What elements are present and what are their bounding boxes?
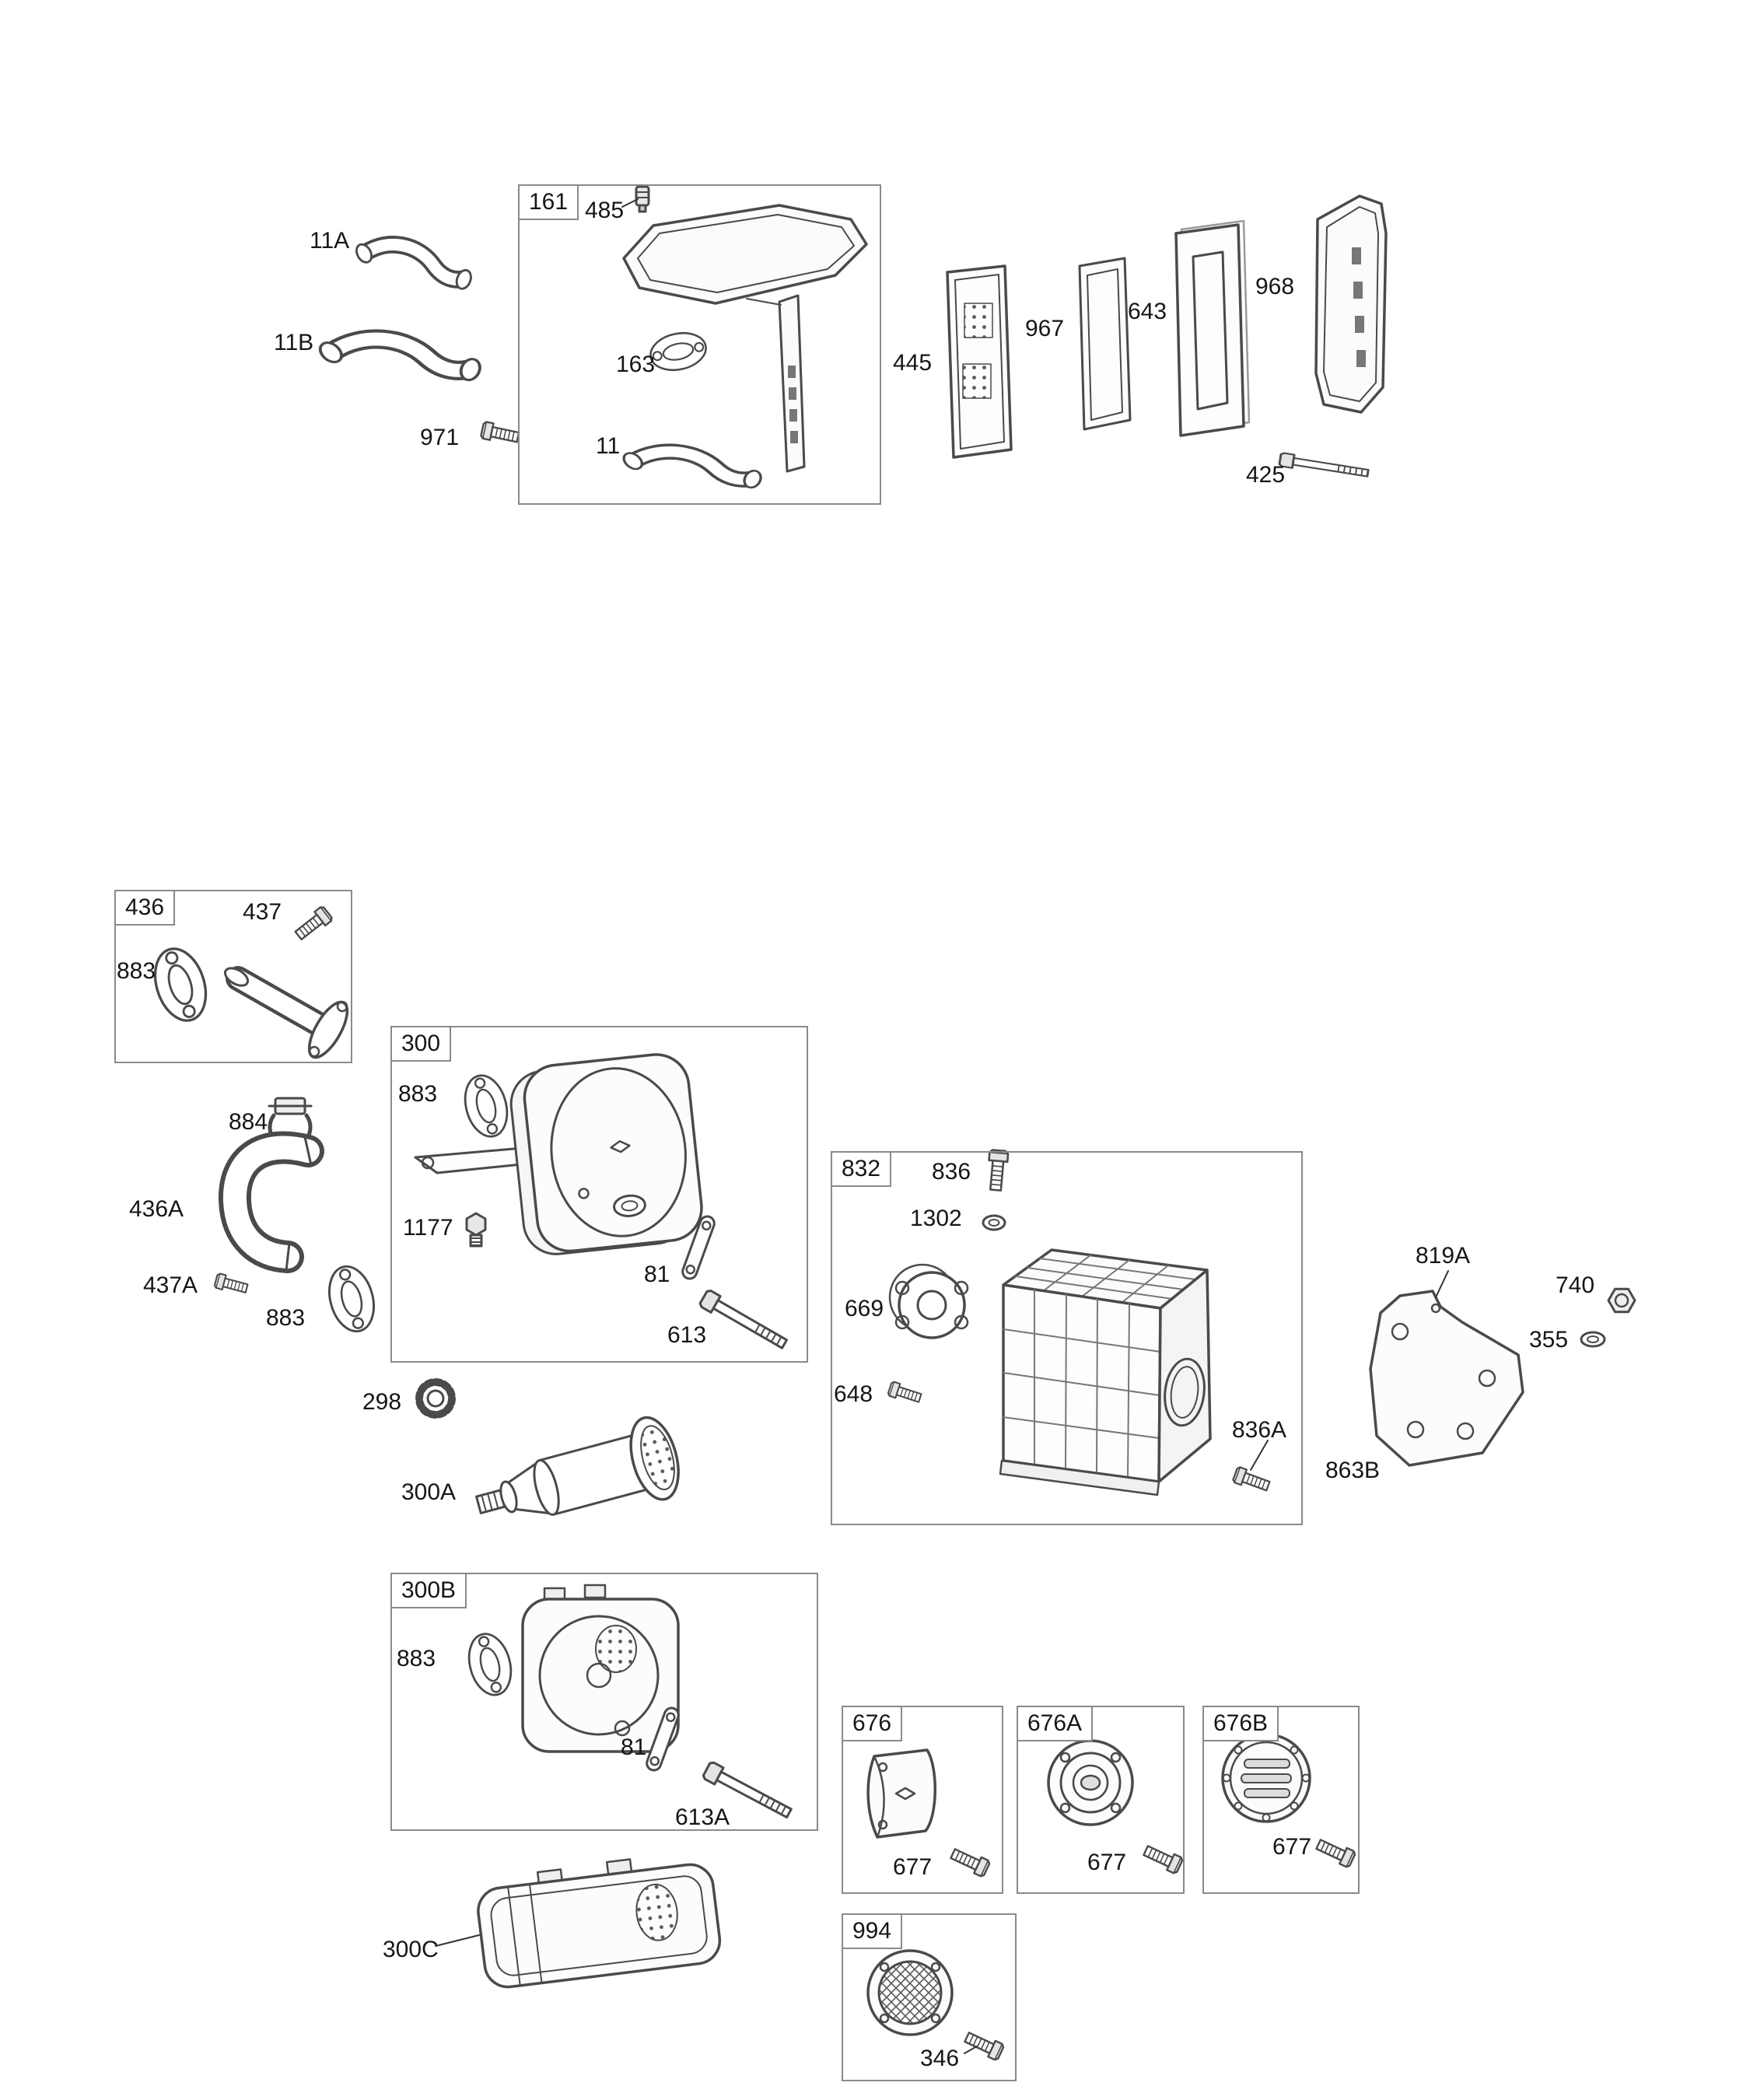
group-box-tag-161: 161 xyxy=(518,184,579,220)
part-gasket-967 xyxy=(1078,257,1132,431)
part-number-label-677b: 677 xyxy=(1087,1850,1127,1875)
part-number-label-819a: 819A xyxy=(1416,1243,1471,1269)
part-clip-485 xyxy=(635,185,650,213)
part-number-label-11a: 11A xyxy=(310,228,350,254)
part-number-label-863b: 863B xyxy=(1325,1458,1381,1483)
part-gasket-883-b xyxy=(321,1260,382,1338)
part-washer-298 xyxy=(415,1378,456,1419)
part-number-label-1302: 1302 xyxy=(910,1206,962,1231)
part-number-label-81b: 81 xyxy=(621,1734,647,1760)
group-box-tag-676: 676 xyxy=(842,1706,903,1741)
part-clamp-884 xyxy=(268,1097,313,1150)
part-muffler-300 xyxy=(509,1053,703,1255)
part-screw-425 xyxy=(1278,451,1370,481)
part-number-label-884: 884 xyxy=(229,1109,268,1135)
group-box-832: 832 xyxy=(831,1151,1303,1525)
group-box-994: 994 xyxy=(842,1913,1017,2081)
part-air-cleaner-832 xyxy=(999,1248,1212,1496)
group-box-676: 676 xyxy=(842,1706,1003,1894)
part-number-label-300a: 300A xyxy=(401,1479,457,1505)
part-heat-shield-161 xyxy=(622,204,868,473)
part-number-label-883d: 883 xyxy=(397,1646,436,1671)
part-washer-355 xyxy=(1580,1331,1606,1348)
group-box-tag-436: 436 xyxy=(114,890,176,926)
part-number-label-298: 298 xyxy=(362,1389,402,1415)
part-washer-1302 xyxy=(982,1214,1006,1231)
part-number-label-836a: 836A xyxy=(1232,1417,1287,1443)
part-shield-968 xyxy=(1314,194,1388,414)
part-guard-445 xyxy=(946,264,1013,459)
leader-lines xyxy=(435,198,1449,2054)
part-number-label-677c: 677 xyxy=(1272,1834,1312,1860)
part-number-label-11b: 11B xyxy=(274,330,314,355)
part-number-label-971: 971 xyxy=(420,425,460,450)
part-number-label-883a: 883 xyxy=(117,958,156,984)
part-number-label-669: 669 xyxy=(845,1296,884,1321)
part-pipe-11a xyxy=(350,240,475,292)
part-number-label-1177: 1177 xyxy=(403,1215,453,1241)
part-number-label-613a: 613A xyxy=(675,1804,730,1830)
part-number-label-81a: 81 xyxy=(644,1262,670,1287)
part-hose-436a xyxy=(218,1131,324,1273)
part-number-label-11: 11 xyxy=(596,433,621,459)
group-box-tag-676a: 676A xyxy=(1017,1706,1094,1741)
part-frame-643 xyxy=(1174,219,1251,437)
part-flange-676a xyxy=(1047,1739,1134,1826)
part-bolt-437a xyxy=(213,1272,250,1297)
group-box-tag-300b: 300B xyxy=(390,1573,467,1608)
part-fitting-1177 xyxy=(465,1212,487,1248)
part-deflector-676 xyxy=(866,1748,936,1839)
part-number-label-425: 425 xyxy=(1246,462,1286,488)
part-number-label-836: 836 xyxy=(932,1159,971,1185)
group-box-300: 300 xyxy=(390,1026,808,1363)
part-nut-740 xyxy=(1607,1287,1636,1314)
group-box-161: 161 xyxy=(518,184,881,505)
part-number-label-643: 643 xyxy=(1128,299,1167,324)
part-pipe-11b xyxy=(316,339,482,382)
part-flange-669 xyxy=(888,1263,969,1339)
part-number-label-300c: 300C xyxy=(383,1937,439,1962)
part-number-label-740: 740 xyxy=(1556,1272,1595,1298)
part-number-label-445: 445 xyxy=(893,350,933,376)
part-number-label-437: 437 xyxy=(243,899,282,925)
part-number-label-613: 613 xyxy=(667,1322,707,1348)
part-number-label-163: 163 xyxy=(616,352,656,377)
part-number-label-346: 346 xyxy=(920,2046,960,2071)
group-box-tag-994: 994 xyxy=(842,1913,903,1949)
part-number-label-436a: 436A xyxy=(129,1196,184,1222)
part-bracket-863b xyxy=(1369,1290,1524,1467)
part-number-label-485: 485 xyxy=(585,198,625,223)
group-box-676a: 676A xyxy=(1017,1706,1185,1894)
part-number-label-883b: 883 xyxy=(266,1305,306,1331)
part-number-label-648: 648 xyxy=(834,1381,873,1407)
group-box-676b: 676B xyxy=(1202,1706,1360,1894)
part-tube-436 xyxy=(223,966,349,1059)
part-muffler-300a xyxy=(475,1416,680,1516)
group-box-tag-676b: 676B xyxy=(1202,1706,1279,1741)
part-screen-994 xyxy=(866,1949,954,2036)
part-muffler-300b xyxy=(521,1584,680,1753)
part-bolt-971 xyxy=(479,420,521,447)
part-muffler-300c xyxy=(477,1858,722,1989)
group-box-tag-832: 832 xyxy=(831,1151,892,1187)
part-number-label-883c: 883 xyxy=(398,1081,438,1107)
part-number-label-677a: 677 xyxy=(893,1854,933,1880)
group-box-tag-300: 300 xyxy=(390,1026,452,1062)
part-number-label-437a: 437A xyxy=(143,1272,198,1298)
group-box-436: 436 xyxy=(114,890,352,1063)
part-number-label-355: 355 xyxy=(1529,1327,1569,1353)
group-box-300b: 300B xyxy=(390,1573,818,1831)
part-number-label-967: 967 xyxy=(1025,316,1065,341)
part-number-label-968: 968 xyxy=(1255,274,1295,299)
